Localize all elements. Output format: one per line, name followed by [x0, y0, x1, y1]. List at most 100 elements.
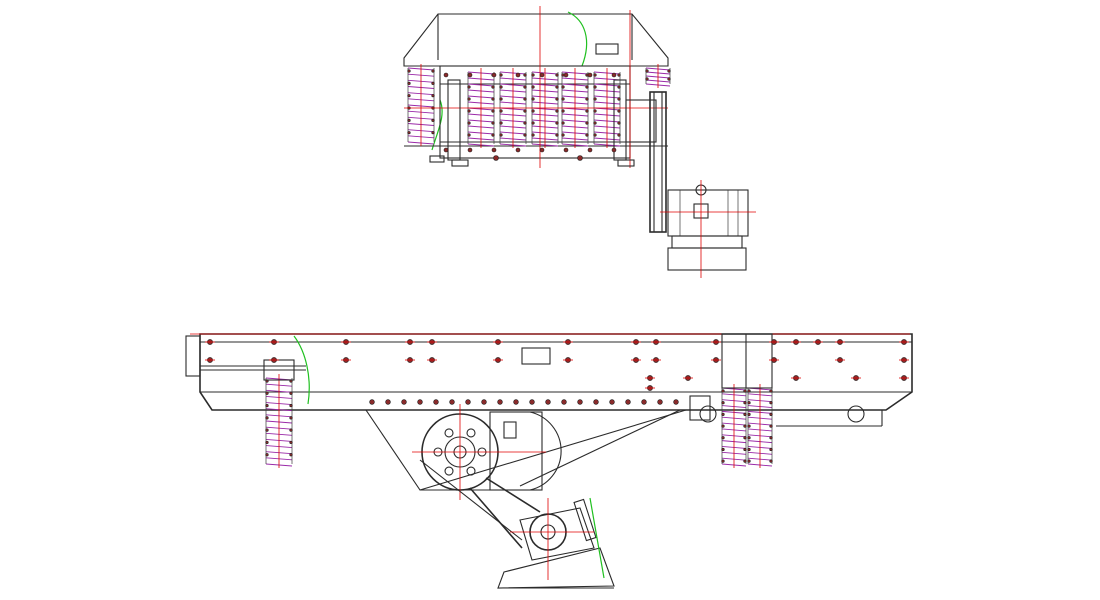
- top-view: [403, 6, 756, 278]
- top-bolt: [539, 147, 545, 153]
- belt-upper: [485, 477, 541, 513]
- spring-marker: [561, 85, 565, 89]
- spring-marker: [617, 133, 621, 137]
- spring-marker: [769, 401, 773, 405]
- trough-bolt: [369, 399, 375, 405]
- eccentric-bolt-hole: [444, 428, 454, 438]
- spring-marker: [585, 109, 589, 113]
- spring-marker: [499, 121, 503, 125]
- spring-marker: [743, 401, 747, 405]
- spring-marker: [431, 118, 435, 122]
- trough-bolt: [465, 399, 471, 405]
- top-bolt: [443, 147, 449, 153]
- top-bolt: [611, 147, 617, 153]
- spring-marker: [585, 85, 589, 89]
- spring-marker: [555, 133, 559, 137]
- motor-base: [671, 235, 743, 249]
- spring-marker: [593, 133, 597, 137]
- trough-bolt: [609, 399, 615, 405]
- spring-marker: [617, 97, 621, 101]
- spring-marker: [593, 85, 597, 89]
- top-bolt: [563, 72, 569, 78]
- top-bolt: [587, 147, 593, 153]
- spring-marker: [407, 69, 411, 73]
- bearing-left: [447, 79, 461, 161]
- spring-marker: [747, 459, 751, 463]
- spring-marker: [499, 133, 503, 137]
- spring-marker: [265, 391, 269, 395]
- spring-marker: [561, 109, 565, 113]
- spring-marker: [747, 389, 751, 393]
- gear-housing: [489, 411, 543, 491]
- tension-bolt: [573, 498, 597, 542]
- spring-marker: [721, 412, 725, 416]
- spring-marker: [593, 73, 597, 77]
- top-bolt: [515, 72, 521, 78]
- spring-marker: [531, 121, 535, 125]
- spring-marker: [769, 412, 773, 416]
- spring-marker: [407, 94, 411, 98]
- spring-marker: [407, 118, 411, 122]
- top-bolt: [491, 72, 497, 78]
- spring-marker: [593, 121, 597, 125]
- lifting-hole-2: [847, 405, 865, 423]
- top-bolt: [491, 147, 497, 153]
- motor-top: [660, 180, 756, 278]
- spring-marker: [499, 85, 503, 89]
- belt-return: [419, 459, 523, 541]
- spring-marker: [769, 436, 773, 440]
- spring-marker: [617, 121, 621, 125]
- spring-marker: [585, 133, 589, 137]
- spring-marker: [467, 97, 471, 101]
- trough-bolt: [481, 399, 487, 405]
- side-spring-groups: [265, 374, 773, 468]
- spring-marker: [747, 401, 751, 405]
- spring-marker: [747, 436, 751, 440]
- foot-2: [451, 159, 469, 167]
- spring-marker: [747, 412, 751, 416]
- spring-stack-right-side-b: [747, 384, 773, 468]
- trough-body: [199, 333, 913, 411]
- spring-marker: [743, 447, 747, 452]
- spring-marker: [289, 440, 293, 445]
- spring-marker: [769, 447, 773, 452]
- spring-marker: [555, 73, 559, 77]
- spring-marker: [467, 109, 471, 113]
- spring-stack: [561, 68, 589, 148]
- spring-marker: [289, 453, 293, 457]
- spring-stack: [467, 68, 495, 148]
- trough-bolt: [449, 399, 455, 405]
- spring-marker: [467, 85, 471, 89]
- top-bolt: [611, 72, 617, 78]
- foot-3: [617, 159, 635, 167]
- spring-stack-left-side: [265, 374, 293, 468]
- spring-marker: [523, 73, 527, 77]
- trough-bolt: [497, 399, 503, 405]
- spring-marker: [555, 109, 559, 113]
- trough-bolt: [577, 399, 583, 405]
- spring-marker: [431, 69, 435, 73]
- spring-marker: [743, 424, 747, 428]
- spring-marker: [645, 77, 649, 81]
- spring-marker: [289, 403, 293, 408]
- material-line-top: [567, 11, 588, 67]
- exciter-assembly: [412, 404, 562, 500]
- gear-housing-arc: [529, 411, 562, 491]
- spring-marker: [769, 424, 773, 428]
- spring-marker: [667, 69, 671, 73]
- top-bolt: [467, 147, 473, 153]
- eccentric-bolt-hole: [466, 466, 476, 476]
- spring-marker: [289, 428, 293, 432]
- spring-marker: [523, 97, 527, 101]
- spring-marker: [769, 389, 773, 393]
- motor-frame: [519, 507, 595, 561]
- spring-marker: [531, 85, 535, 89]
- motor-side: [497, 497, 615, 589]
- spring-marker: [491, 85, 495, 89]
- spring-marker: [585, 97, 589, 101]
- hopper-outline: [403, 13, 669, 67]
- trough-bolt: [641, 399, 647, 405]
- top-bolt: [443, 72, 449, 78]
- spring-marker: [555, 97, 559, 101]
